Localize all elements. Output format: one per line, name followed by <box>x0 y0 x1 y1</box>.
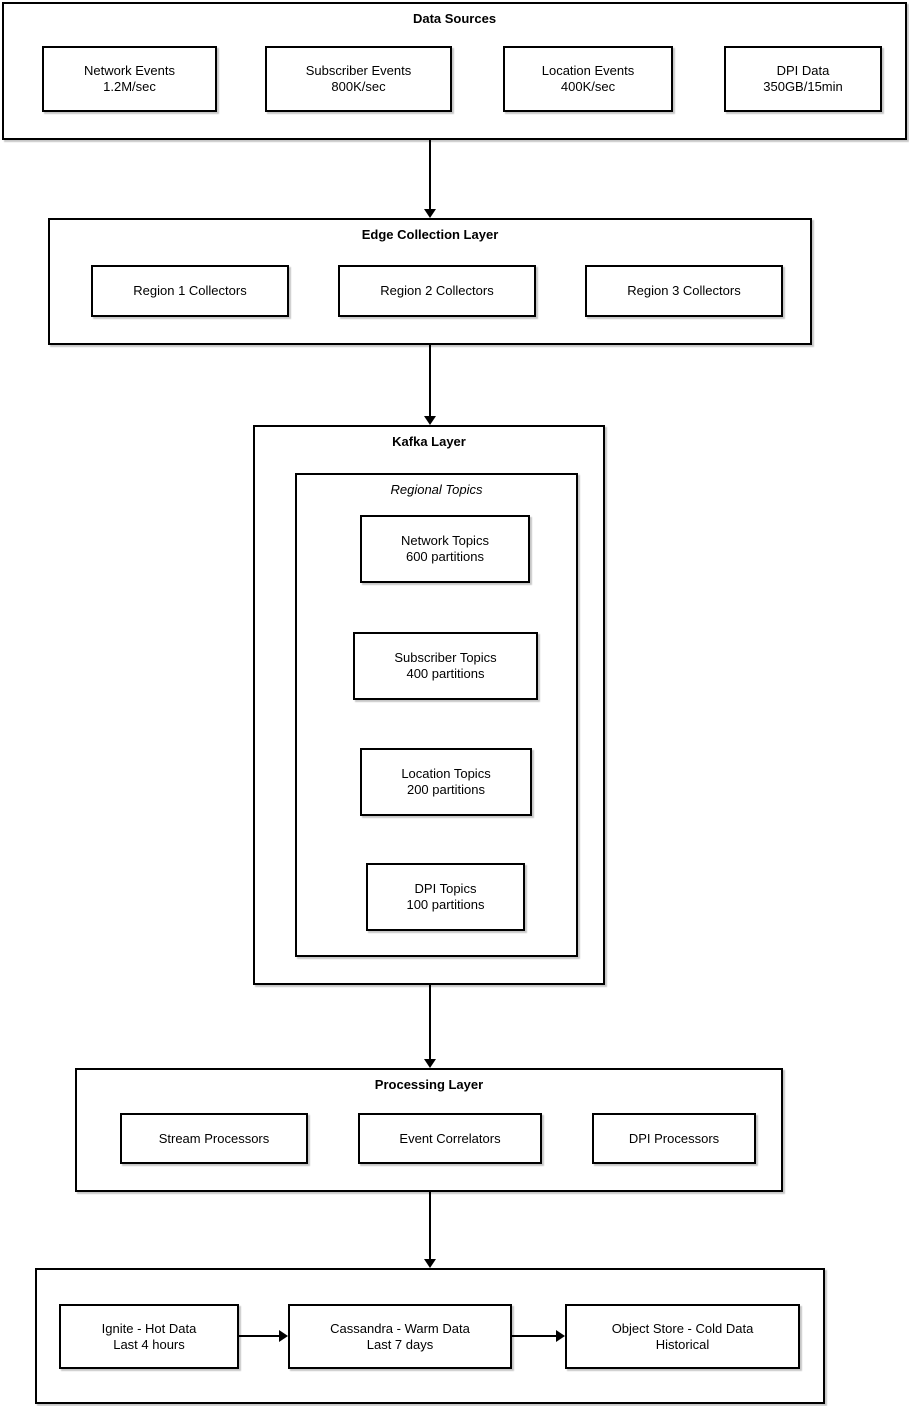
arrow-line-processing-to-storage <box>429 1192 431 1260</box>
node-label: Event Correlators <box>399 1130 501 1146</box>
node-label: DPI Processors <box>628 1130 720 1146</box>
node-label: Object Store - Cold Data <box>611 1320 754 1336</box>
node-label: Location Events <box>541 63 635 78</box>
node-metric: Last 7 days <box>366 1336 434 1352</box>
node-metric: 600 partitions <box>405 549 485 564</box>
node-dpi-data: DPI Data 350GB/15min <box>724 46 882 112</box>
node-cassandra-warm-data: Cassandra - Warm Data Last 7 days <box>288 1304 512 1369</box>
node-label: Network Topics <box>401 533 489 548</box>
edge-collection-title: Edge Collection Layer <box>361 227 499 242</box>
node-stream-processors: Stream Processors <box>120 1113 308 1164</box>
node-label: Network Events <box>83 63 176 78</box>
node-location-topics: Location Topics 200 partitions <box>360 748 532 816</box>
arrow-line-edge-to-kafka <box>429 345 431 417</box>
node-region-3-collectors: Region 3 Collectors <box>585 265 783 317</box>
regional-topics-title: Regional Topics <box>390 482 483 497</box>
node-metric: 1.2M/sec <box>103 79 156 94</box>
node-metric: Last 4 hours <box>113 1336 185 1352</box>
node-ignite-hot-data: Ignite - Hot Data Last 4 hours <box>59 1304 239 1369</box>
node-region-1-collectors: Region 1 Collectors <box>91 265 289 317</box>
node-label: Location Topics <box>401 766 491 781</box>
processing-layer-title: Processing Layer <box>374 1077 484 1092</box>
node-subscriber-topics: Subscriber Topics 400 partitions <box>353 632 538 700</box>
node-metric: 800K/sec <box>331 79 386 94</box>
node-metric: 200 partitions <box>406 782 486 797</box>
node-metric: 350GB/15min <box>763 79 843 94</box>
node-label: Ignite - Hot Data <box>101 1320 197 1336</box>
node-event-correlators: Event Correlators <box>358 1113 542 1164</box>
node-label: Subscriber Events <box>305 63 412 78</box>
node-object-store-cold-data: Object Store - Cold Data Historical <box>565 1304 800 1369</box>
node-label: Subscriber Topics <box>394 650 497 665</box>
arrowhead-down-icon <box>424 416 436 425</box>
arrowhead-right-icon <box>279 1330 288 1342</box>
node-region-2-collectors: Region 2 Collectors <box>338 265 536 317</box>
node-dpi-topics: DPI Topics 100 partitions <box>366 863 525 931</box>
node-dpi-processors: DPI Processors <box>592 1113 756 1164</box>
arrowhead-down-icon <box>424 1259 436 1268</box>
node-label: DPI Data <box>776 63 830 78</box>
kafka-layer-title: Kafka Layer <box>392 434 466 449</box>
node-metric: 400K/sec <box>560 79 616 94</box>
arrow-line-ignite-to-cassandra <box>239 1335 280 1337</box>
node-label: Region 2 Collectors <box>380 283 494 298</box>
data-sources-title: Data Sources <box>412 11 497 26</box>
node-label: Region 1 Collectors <box>133 283 247 298</box>
node-label: Cassandra - Warm Data <box>330 1320 470 1336</box>
node-label: Region 3 Collectors <box>627 283 741 298</box>
node-subscriber-events: Subscriber Events 800K/sec <box>265 46 452 112</box>
node-label: Stream Processors <box>158 1130 270 1146</box>
arrow-line-sources-to-edge <box>429 140 431 210</box>
node-metric: Historical <box>655 1336 710 1352</box>
node-network-events: Network Events 1.2M/sec <box>42 46 217 112</box>
arrowhead-down-icon <box>424 209 436 218</box>
arrowhead-right-icon <box>556 1330 565 1342</box>
node-metric: 100 partitions <box>406 897 485 912</box>
arrow-line-kafka-to-processing <box>429 985 431 1060</box>
arrow-line-cassandra-to-objectstore <box>512 1335 557 1337</box>
node-location-events: Location Events 400K/sec <box>503 46 673 112</box>
arrowhead-down-icon <box>424 1059 436 1068</box>
node-label: DPI Topics <box>414 881 477 896</box>
node-network-topics: Network Topics 600 partitions <box>360 515 530 583</box>
node-metric: 400 partitions <box>406 666 485 681</box>
